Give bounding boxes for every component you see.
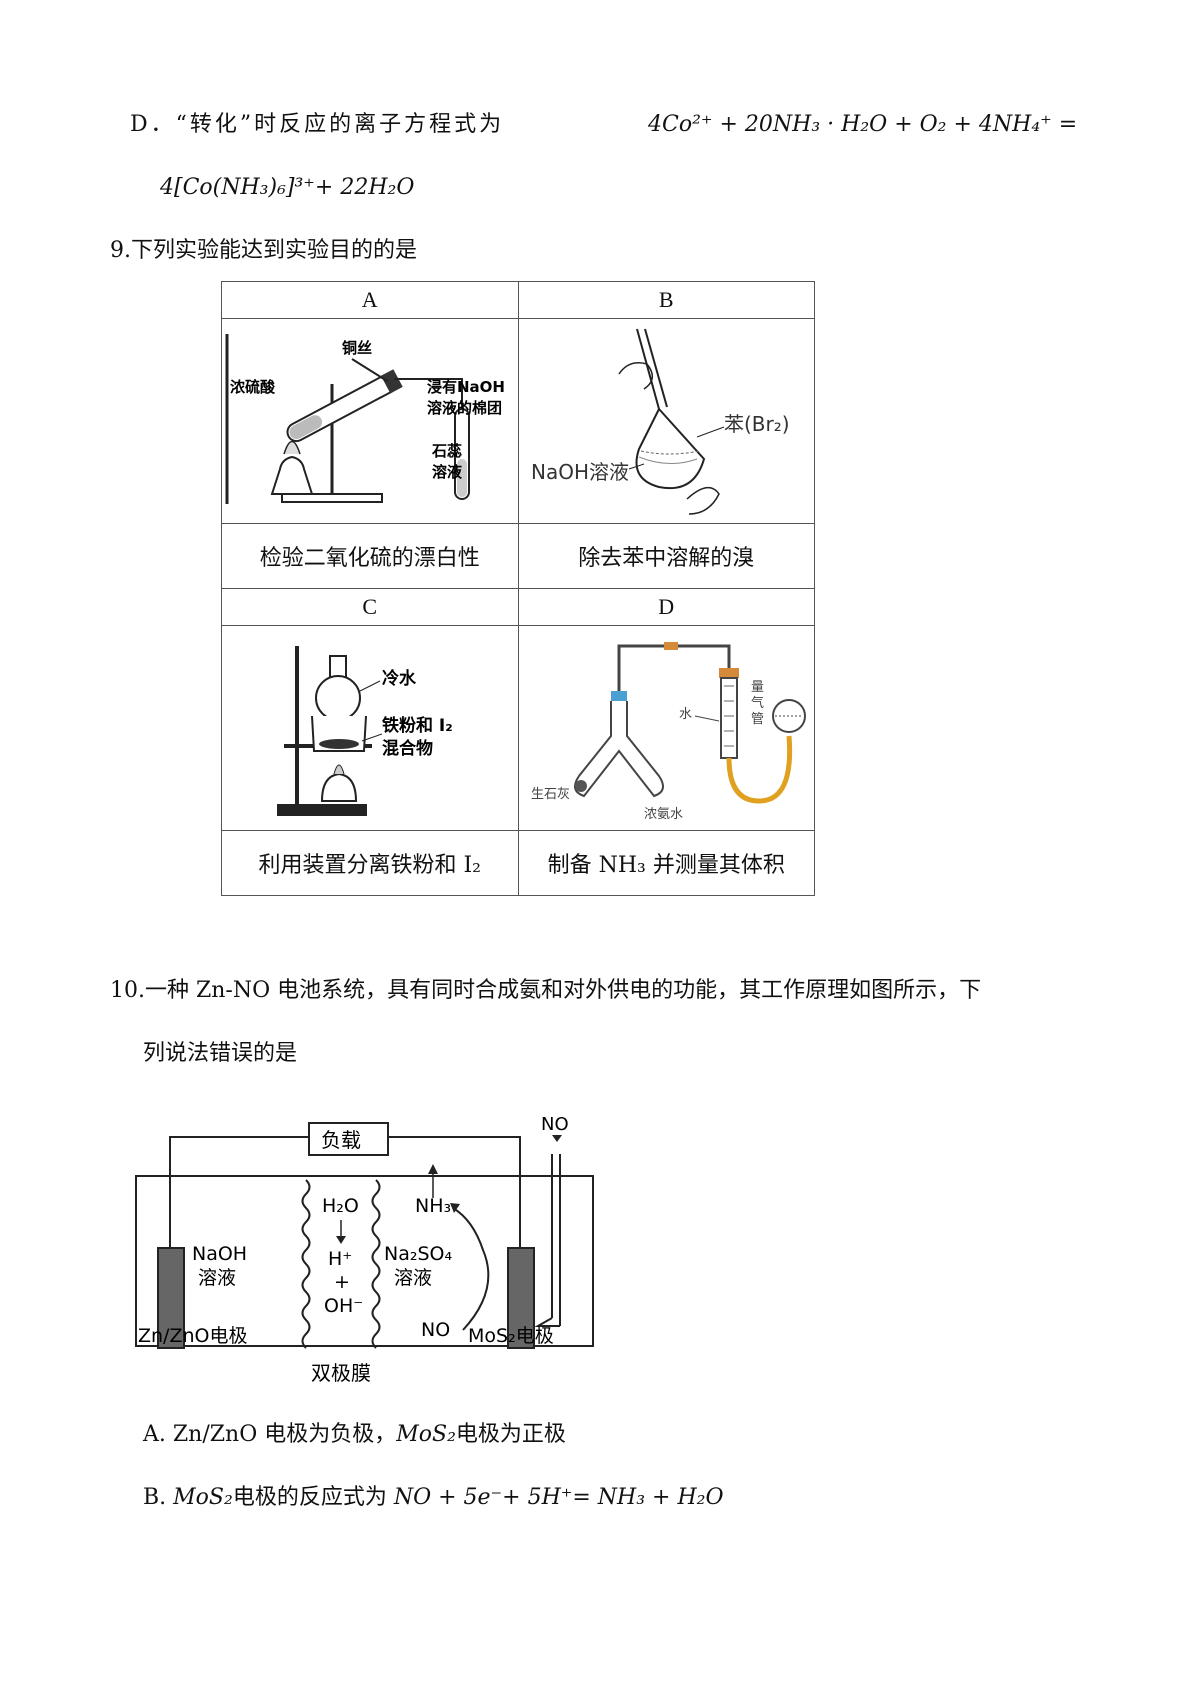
question-10-stem-line2: 列说法错误的是 [143, 1041, 298, 1066]
naoh-label: NaOH [192, 1243, 247, 1265]
apparatus-a: 铜丝 浓硫酸 浸有NaOH 溶液的棉团 石蕊 溶液 [221, 318, 519, 524]
bipolar-membrane-label: 双极膜 [311, 1361, 371, 1385]
cell-d-letter: D [517, 588, 815, 626]
label-quicklime: 生石灰 [531, 787, 570, 802]
zn-no-battery-diagram: 负载 NO NH₃ NaOH 溶液 H₂O H⁺ + OH⁻ Na₂SO₄ 溶液… [135, 1114, 594, 1385]
question-9-stem: 9.下列实验能达到实验目的的是 [110, 238, 417, 263]
label-cotton-ball: 溶液的棉团 [427, 399, 502, 417]
label-naoh-soaked: 浸有NaOH [427, 378, 505, 396]
apparatus-d: 水 量 气 管 生石灰 浓氨水 [517, 625, 815, 831]
na2so4-label: Na₂SO₄ [384, 1243, 452, 1265]
label-copper-wire: 铜丝 [342, 339, 372, 357]
apparatus-b: 苯(Br₂) NaOH溶液 [517, 318, 815, 524]
load-label: 负载 [321, 1128, 361, 1152]
mos2-electrode-label: MoS₂电极 [468, 1325, 554, 1347]
option-d-equation-part1: 4Co²⁺ + 20NH₃ · H₂O + O₂ + 4NH₄⁺ = [648, 112, 1078, 137]
nh3-label: NH₃ [415, 1195, 451, 1217]
label-mixture: 混合物 [382, 738, 433, 759]
cell-c-letter: C [221, 588, 519, 626]
label-benzene-br2: 苯(Br₂) [724, 412, 790, 436]
experiment-table: A B [221, 281, 815, 896]
option-b-prefix: B. [143, 1485, 174, 1510]
right-solution-label: 溶液 [394, 1267, 432, 1289]
cell-a-letter: A [221, 281, 519, 319]
cell-b-letter: B [517, 281, 815, 319]
option-a: A. Zn/ZnO 电极为负极，MoS₂电极为正极 [143, 1420, 566, 1450]
oh-minus-label: OH⁻ [324, 1295, 363, 1317]
zn-zno-electrode-label: Zn/ZnO电极 [138, 1325, 247, 1347]
question-10-stem-line1: 10.一种 Zn-NO 电池系统，具有同时合成氨和对外供电的功能，其工作原理如图… [110, 978, 982, 1003]
apparatus-c: 冷水 铁粉和 I₂ 混合物 [221, 625, 519, 831]
option-b-mid: 电极的反应式为 [232, 1485, 394, 1510]
apparatus-c-diagram: 冷水 铁粉和 I₂ 混合物 [277, 646, 453, 816]
label-iron-iodine: 铁粉和 I₂ [382, 715, 453, 736]
left-solution-label: 溶液 [198, 1267, 236, 1289]
no-reactant-label: NO [421, 1319, 450, 1341]
label-litmus: 石蕊 [431, 442, 462, 460]
option-d-equation-part2: 4[Co(NH₃)₆]³⁺+ 22H₂O [160, 175, 415, 200]
label-conc-sulfuric-acid: 浓硫酸 [230, 378, 276, 396]
cell-a-caption: 检验二氧化硫的漂白性 [221, 523, 519, 589]
label-conc-ammonia: 浓氨水 [644, 807, 683, 822]
label-naoh-solution: NaOH溶液 [531, 460, 629, 484]
h-plus-label: H⁺ [328, 1248, 352, 1270]
option-b: B. MoS₂电极的反应式为 NO + 5e⁻+ 5H⁺= NH₃ + H₂O [143, 1483, 724, 1513]
apparatus-b-diagram: 苯(Br₂) NaOH溶液 [531, 328, 790, 515]
option-a-mos2: MoS₂ [396, 1422, 456, 1447]
label-gas-burette-2: 气 [751, 695, 764, 711]
apparatus-a-diagram: 铜丝 浓硫酸 浸有NaOH 溶液的棉团 石蕊 溶液 [225, 334, 505, 504]
option-b-mos2: MoS₂ [173, 1485, 233, 1510]
label-gas-burette-1: 量 [751, 680, 764, 695]
cell-b-caption: 除去苯中溶解的溴 [517, 523, 815, 589]
cell-d-caption: 制备 NH₃ 并测量其体积 [517, 830, 815, 896]
option-a-prefix: A. Zn/ZnO 电极为负极， [143, 1422, 397, 1447]
label-litmus-solution: 溶液 [432, 463, 463, 481]
option-d-label: D．“转化”时反应的离子方程式为 [130, 112, 505, 137]
label-gas-burette-3: 管 [751, 712, 764, 727]
no-inlet-label: NO [541, 1114, 569, 1135]
h2o-label: H₂O [322, 1195, 359, 1217]
label-cold-water: 冷水 [382, 668, 417, 689]
plus-label: + [334, 1271, 350, 1293]
apparatus-d-diagram: 水 量 气 管 生石灰 浓氨水 [531, 642, 806, 822]
option-a-suffix: 电极为正极 [455, 1422, 566, 1447]
label-water: 水 [679, 707, 692, 722]
option-b-equation: NO + 5e⁻+ 5H⁺= NH₃ + H₂O [393, 1485, 724, 1510]
cell-c-caption: 利用装置分离铁粉和 I₂ [221, 830, 519, 896]
